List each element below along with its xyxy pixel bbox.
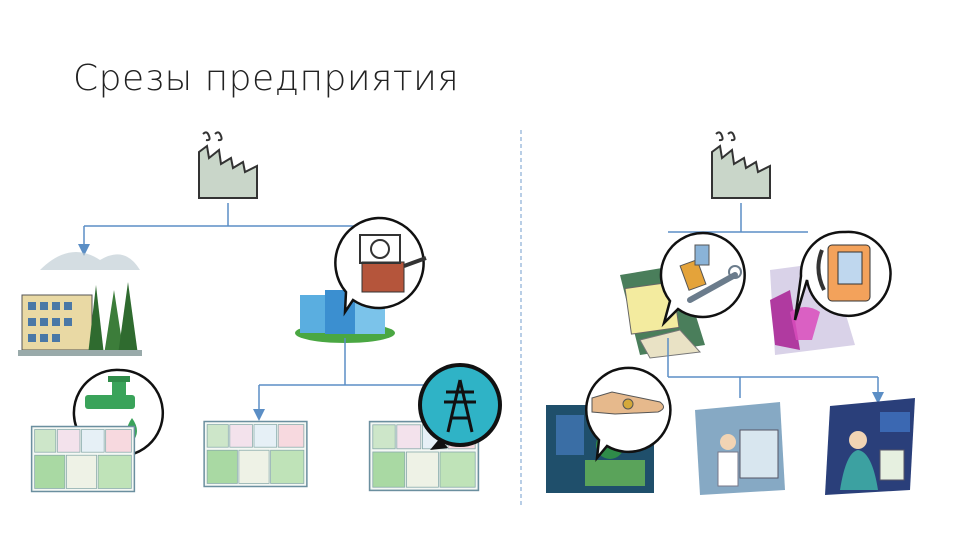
slide-title: Срезы предприятия [73,58,460,99]
floor-plan-icon [30,425,136,493]
industrial-building-icon [295,290,395,343]
scientist-lab-icon [695,402,785,495]
medicine-vials-icon [659,231,746,328]
machine-workshop-icon [334,216,427,317]
factory-icon [711,131,771,199]
power-tower-icon [418,363,502,450]
payphone-icon [793,230,892,321]
researcher-icon [825,398,915,495]
right-tree [546,131,915,495]
payment-hand-icon [585,366,672,462]
office-building-icon [18,252,142,356]
floor-plan-icon [203,420,308,488]
factory-icon [198,131,258,199]
left-tree [18,131,502,493]
